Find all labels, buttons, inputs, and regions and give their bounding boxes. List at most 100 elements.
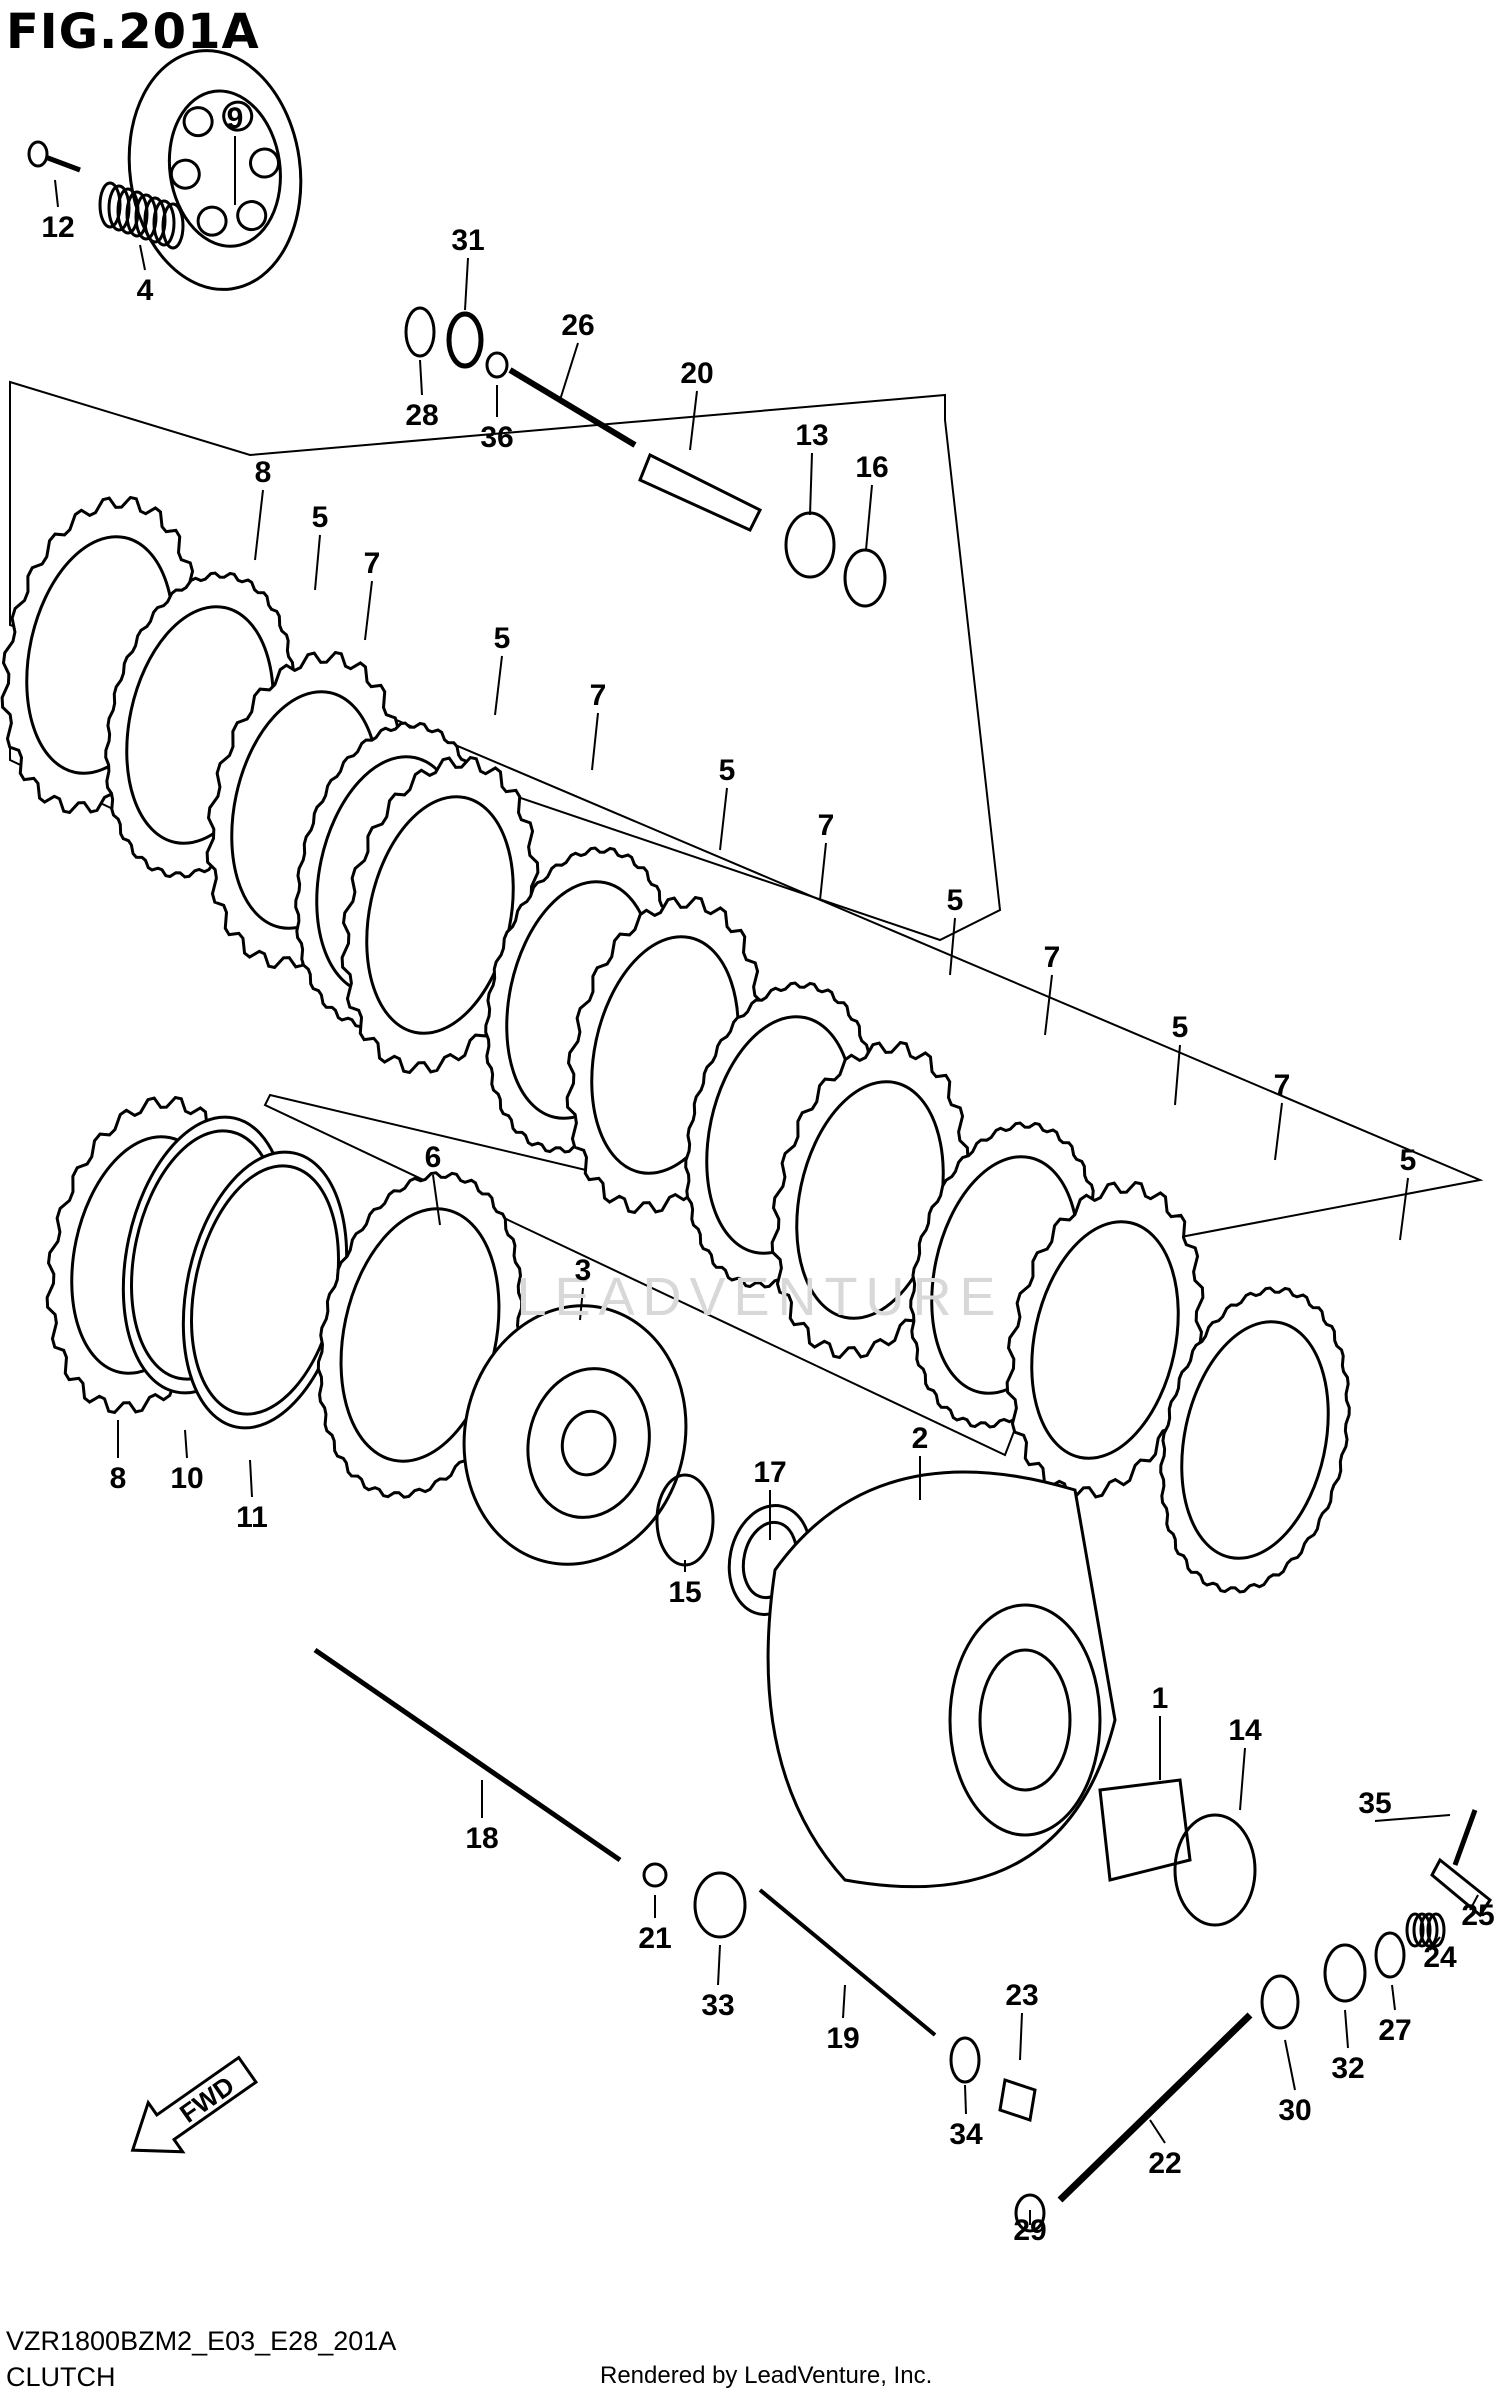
callout-8: 8: [255, 456, 272, 489]
leader-line: [1429, 1936, 1441, 1951]
callout-5: 5: [494, 622, 511, 655]
leader-line: [1239, 1747, 1246, 1811]
callout-11: 11: [236, 1501, 268, 1534]
callout-5: 5: [719, 754, 736, 787]
oil-seal-33: [693, 1871, 747, 1939]
leader-line: [689, 390, 698, 451]
washer-15: [655, 1473, 715, 1567]
callout-7: 7: [364, 547, 381, 580]
fwd-arrow: FWD: [130, 2055, 259, 2154]
leader-line: [579, 1287, 584, 1321]
clutch-housing: [766, 1470, 1117, 1889]
washer-16: [843, 548, 887, 608]
callout-5: 5: [1400, 1144, 1417, 1177]
callout-33: 33: [701, 1989, 734, 2022]
callout-18: 18: [465, 1822, 498, 1855]
washer-27: [1374, 1931, 1406, 1979]
callout-9: 9: [227, 102, 244, 135]
leader-line: [494, 655, 503, 716]
leader-line: [1284, 2039, 1296, 2091]
bearing-29: [1014, 2193, 1046, 2233]
plate-5-f: [1159, 1286, 1351, 1594]
bolt-35: [1452, 1809, 1478, 1866]
leader-line: [949, 917, 956, 976]
leader-line: [1149, 2119, 1166, 2144]
callout-8: 8: [110, 1462, 127, 1495]
callout-10: 10: [170, 1462, 203, 1495]
leader-line: [1174, 1044, 1181, 1106]
callout-7: 7: [1274, 1069, 1291, 1102]
callout-14: 14: [1228, 1714, 1262, 1747]
callout-7: 7: [1044, 941, 1061, 974]
leader-line: [364, 580, 373, 641]
pressure-plate: [127, 49, 303, 291]
bearing-30: [1260, 1974, 1300, 2030]
callout-30: 30: [1278, 2094, 1311, 2127]
watermark: LEADVENTURE: [516, 1267, 1003, 1327]
leader-line: [1469, 1894, 1479, 1911]
pin-23: [998, 2078, 1037, 2122]
leader-line: [964, 2084, 967, 2115]
diagram-name: CLUTCH: [6, 2362, 116, 2392]
callout-21: 21: [638, 1922, 671, 1955]
adjusting-rod-26: [508, 367, 637, 448]
callout-7: 7: [818, 809, 835, 842]
return-spring-24: [1405, 1912, 1446, 1948]
callout-23: 23: [1005, 1979, 1038, 2012]
callout-5: 5: [1172, 1011, 1189, 1044]
callout-36: 36: [480, 421, 513, 454]
leader-line: [591, 712, 599, 771]
callout-29: 29: [1013, 2214, 1046, 2247]
bearing-31: [446, 311, 484, 369]
callout-15: 15: [668, 1576, 701, 1609]
leader-line: [314, 534, 321, 591]
leader-line: [139, 244, 146, 271]
callout-25: 25: [1461, 1899, 1494, 1932]
callout-24: 24: [1423, 1941, 1457, 1974]
leader-line: [719, 787, 728, 851]
leader-line: [184, 1429, 188, 1459]
leader-line: [54, 179, 59, 208]
callout-16: 16: [855, 451, 888, 484]
callout-5: 5: [312, 501, 329, 534]
thrust-washer-14: [1173, 1813, 1257, 1927]
callout-31: 31: [451, 224, 484, 257]
leader-line: [419, 359, 423, 396]
callout-7: 7: [590, 679, 607, 712]
bearing-13: [784, 511, 836, 579]
callout-13: 13: [795, 419, 828, 452]
leader-line: [1019, 2012, 1023, 2061]
release-shaft-22: [1057, 2012, 1253, 2203]
render-credit: Rendered by LeadVenture, Inc.: [600, 2362, 933, 2389]
diagram-code: VZR1800BZM2_E03_E28_201A: [6, 2326, 397, 2356]
leader-line: [809, 452, 813, 516]
callout-27: 27: [1378, 2014, 1411, 2047]
leader-line: [1274, 1102, 1283, 1161]
oil-seal-34: [949, 2036, 981, 2084]
leader-line: [1344, 2009, 1349, 2049]
callout-26: 26: [561, 309, 594, 342]
leader-line: [1374, 1814, 1451, 1822]
lifter-20: [638, 452, 763, 532]
callout-34: 34: [949, 2118, 983, 2151]
callout-2: 2: [912, 1422, 929, 1455]
callout-17: 17: [753, 1456, 786, 1489]
washer-28: [404, 306, 436, 358]
push-rod-18: [313, 1647, 622, 1863]
callout-1: 1: [1152, 1682, 1169, 1715]
leader-line: [1391, 1984, 1396, 2011]
leader-line: [1399, 1177, 1409, 1241]
callout-3: 3: [575, 1254, 592, 1287]
oil-seal-32: [1323, 1943, 1367, 2003]
callout-20: 20: [680, 357, 713, 390]
clutch-hub: [462, 1304, 688, 1566]
callout-28: 28: [405, 399, 438, 432]
leader-line: [717, 1944, 721, 1986]
leader-line: [254, 489, 264, 561]
push-rod-19: [758, 1888, 937, 2037]
leader-line: [865, 484, 873, 551]
leader-line: [842, 1984, 846, 2019]
bolt-12-head: [27, 140, 49, 168]
nut-36: [485, 351, 509, 379]
